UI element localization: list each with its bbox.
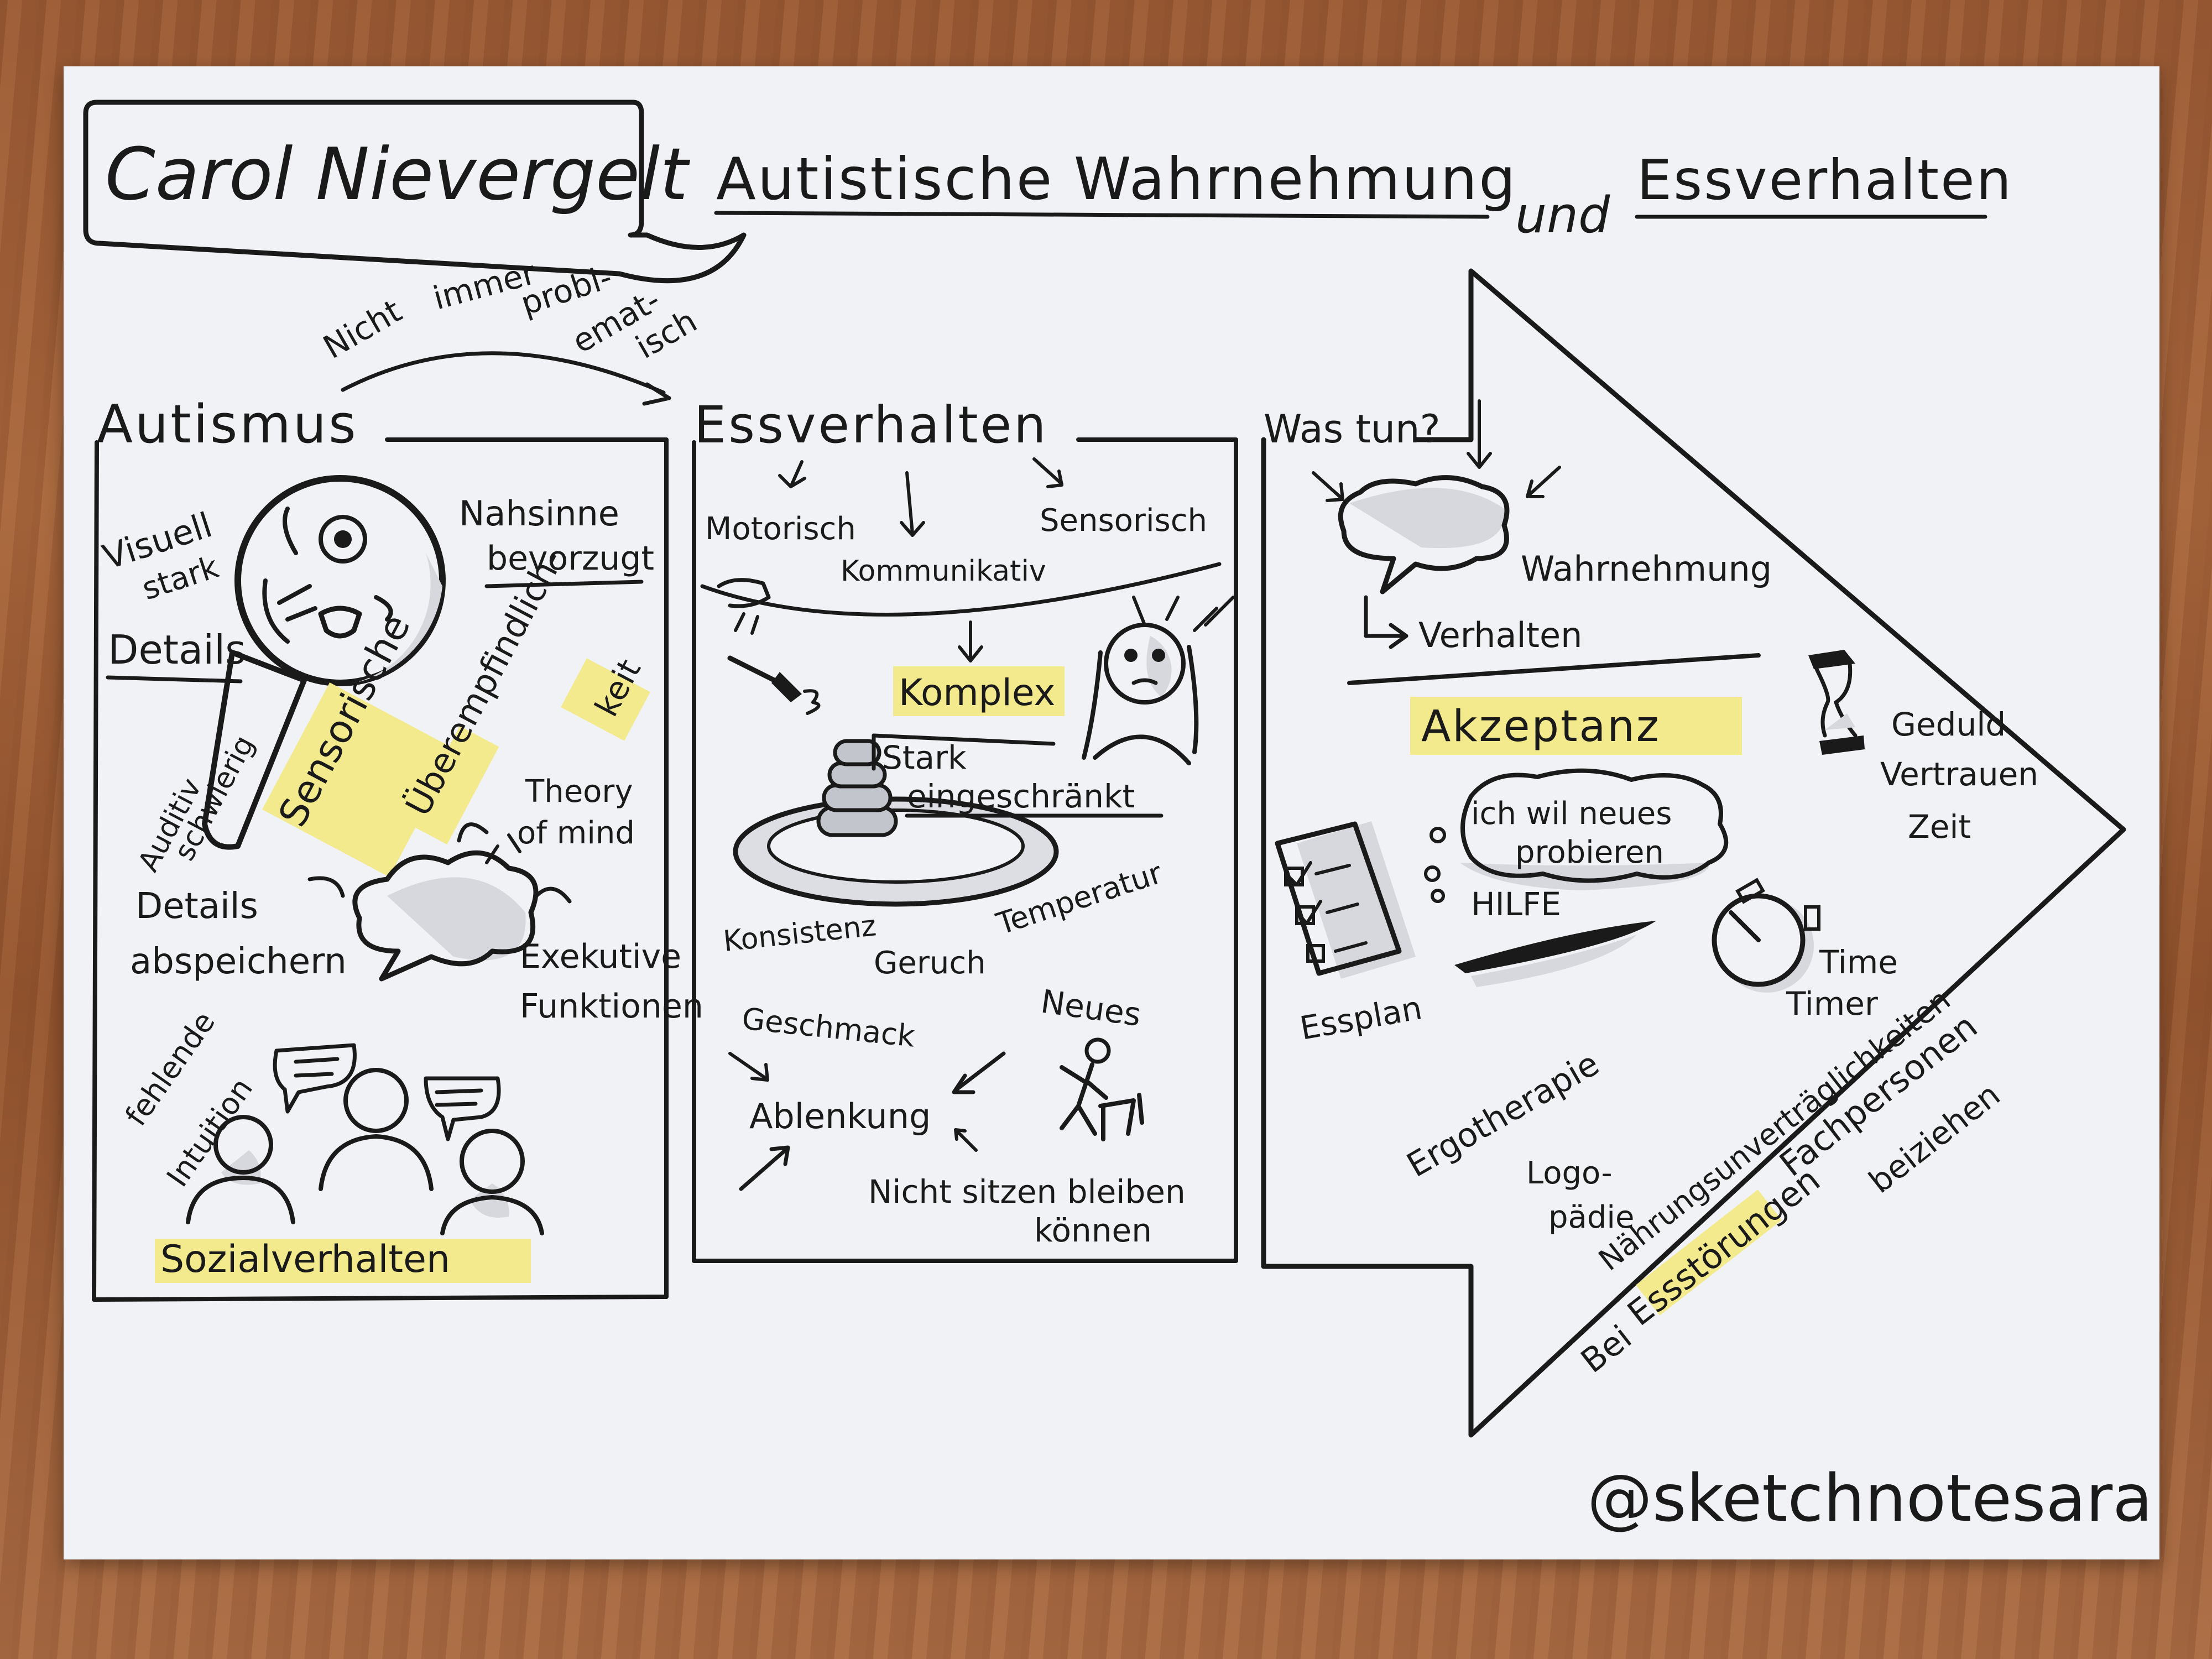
svg-text:Nicht sitzen bleiben: Nicht sitzen bleiben <box>868 1173 1186 1211</box>
svg-text:eingeschränkt: eingeschränkt <box>907 778 1135 815</box>
svg-text:Timer: Timer <box>1786 985 1878 1022</box>
svg-text:Motorisch: Motorisch <box>705 511 856 547</box>
title-part2: Essverhalten <box>1637 148 2013 212</box>
title-part1: Autistische Wahrnehmung <box>716 145 1517 213</box>
svg-text:Stark: Stark <box>882 739 967 776</box>
svg-text:of mind: of mind <box>517 815 635 851</box>
svg-text:Verhalten: Verhalten <box>1418 615 1582 655</box>
signature: @sketchnotesara <box>1587 1460 2153 1536</box>
svg-text:Details: Details <box>108 627 246 673</box>
author-speech-bubble: Carol Nievergelt <box>83 100 747 284</box>
svg-text:Wahrnehmung: Wahrnehmung <box>1521 549 1772 589</box>
brain-cloud-icon <box>352 833 539 982</box>
plate-food-icon <box>733 739 1059 907</box>
svg-text:pädie: pädie <box>1548 1199 1634 1235</box>
thought-bubble: ich wil neues probieren <box>1424 768 1729 903</box>
svg-text:Kommunikativ: Kommunikativ <box>841 555 1046 588</box>
title: Autistische Wahrnehmung und Essverhalten <box>714 145 2013 244</box>
svg-text:Sensorisch: Sensorisch <box>1040 503 1207 539</box>
autismus-heading: Autismus <box>97 394 358 455</box>
svg-text:können: können <box>1034 1212 1152 1249</box>
author-name: Carol Nievergelt <box>105 132 690 216</box>
checklist-icon <box>1275 821 1416 979</box>
brain-cloud-icon-2 <box>1338 475 1510 594</box>
svg-text:Essplan: Essplan <box>1297 989 1425 1047</box>
akzeptanz-label: Akzeptanz <box>1421 702 1661 752</box>
svg-text:bevorzugt: bevorzugt <box>487 539 654 578</box>
svg-text:Neues: Neues <box>1039 983 1143 1034</box>
svg-text:Geschmack: Geschmack <box>740 1001 917 1054</box>
people-group-icon <box>186 1043 544 1235</box>
svg-text:abspeichern: abspeichern <box>130 941 347 982</box>
svg-text:probieren: probieren <box>1515 834 1664 870</box>
svg-text:Funktionen: Funktionen <box>520 987 703 1026</box>
sozialverhalten-label: Sozialverhalten <box>160 1238 450 1281</box>
svg-text:Details: Details <box>135 886 258 927</box>
komplex-label: Komplex <box>899 671 1055 714</box>
title-und: und <box>1515 186 1610 244</box>
stressed-child-icon <box>1082 596 1235 765</box>
magnifying-glass-icon <box>202 475 446 850</box>
was-tun-heading: Was tun? <box>1264 406 1441 452</box>
essverhalten-heading: Essverhalten <box>694 395 1048 455</box>
section-autismus: Autismus Visuell stark Details Nahsinne … <box>92 394 703 1302</box>
svg-text:Zeit: Zeit <box>1908 808 1971 846</box>
svg-text:Exekutive: Exekutive <box>520 937 681 976</box>
section-was-tun: Was tun? Wahrnehmung Verhalten Akzeptanz… <box>1261 268 2126 1438</box>
svg-text:Logo-: Logo- <box>1526 1155 1613 1191</box>
svg-text:Geruch: Geruch <box>874 945 986 981</box>
hourglass-icon <box>1808 650 1865 755</box>
svg-text:Geduld: Geduld <box>1891 706 2006 743</box>
svg-text:Nicht: Nicht <box>317 292 408 366</box>
svg-text:Vertrauen: Vertrauen <box>1880 755 2038 793</box>
child-leaving-chair-icon <box>1060 1037 1144 1141</box>
arc-note: Nicht immer probl- emat- isch <box>317 254 703 406</box>
svg-text:Nährungsunverträglichkeiten: Nährungsunverträglichkeiten <box>1592 982 1957 1277</box>
svg-text:ich wil neues: ich wil neues <box>1471 796 1672 832</box>
svg-text:Nahsinne: Nahsinne <box>459 493 619 534</box>
stopwatch-icon <box>1712 878 1820 993</box>
svg-text:Theory: Theory <box>525 774 633 810</box>
ablenkung-label: Ablenkung <box>749 1096 931 1136</box>
svg-text:HILFE: HILFE <box>1471 885 1561 923</box>
hand-fork-icon <box>717 578 821 715</box>
svg-text:Time: Time <box>1819 943 1898 981</box>
section-essverhalten: Essverhalten Motorisch Sensorisch Kommun… <box>692 395 1238 1263</box>
svg-text:Konsistenz: Konsistenz <box>722 909 878 958</box>
